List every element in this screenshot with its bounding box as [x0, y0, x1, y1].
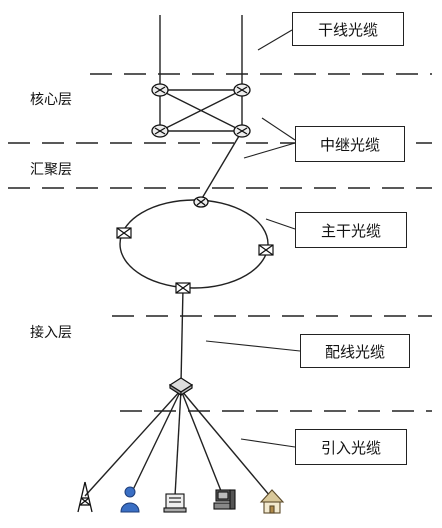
leader-relay-2 — [243, 142, 296, 159]
label-distribution-cable: 配线光缆 — [300, 334, 410, 368]
ring-nodes — [116, 227, 274, 294]
drop-line-computer — [180, 389, 224, 497]
layer-core-label: 核心层 — [30, 92, 72, 108]
label-main-cable: 主干光缆 — [295, 212, 407, 248]
layer-access-label: 接入层 — [30, 325, 72, 341]
switch-icon — [116, 227, 132, 239]
leader-drop — [240, 438, 296, 448]
drop-line-tower — [84, 389, 182, 497]
equipment-icon — [163, 493, 187, 513]
main-ring — [119, 199, 269, 289]
router-icon — [151, 124, 169, 138]
leader-relay-1 — [261, 117, 296, 141]
label-relay-cable: 中继光缆 — [295, 126, 405, 162]
computer-icon — [213, 489, 236, 510]
switch-icon — [258, 244, 274, 256]
leader-distribution — [205, 340, 301, 352]
drop-line-user — [129, 389, 182, 497]
router-icon — [151, 83, 169, 97]
tower-icon — [77, 481, 93, 513]
router-icon — [193, 196, 209, 208]
router-icon — [233, 83, 251, 97]
core-routers — [151, 83, 251, 208]
relay-link — [200, 130, 243, 201]
switch-icon — [175, 282, 191, 294]
label-drop-cable: 引入光缆 — [295, 429, 407, 465]
distribution-link — [180, 287, 184, 384]
house-icon — [259, 489, 285, 514]
splitter-icon — [168, 377, 194, 397]
label-trunk-cable: 干线光缆 — [292, 12, 404, 46]
leader-trunk — [257, 29, 293, 51]
layer-dividers — [8, 73, 432, 412]
leader-main — [265, 218, 296, 230]
router-icon — [233, 124, 251, 138]
user-icon — [120, 486, 140, 513]
drop-line-equipment — [174, 389, 182, 497]
drop-line-house — [180, 389, 271, 497]
core-link-diag2 — [159, 89, 243, 132]
layer-aggregation-label: 汇聚层 — [30, 162, 72, 178]
